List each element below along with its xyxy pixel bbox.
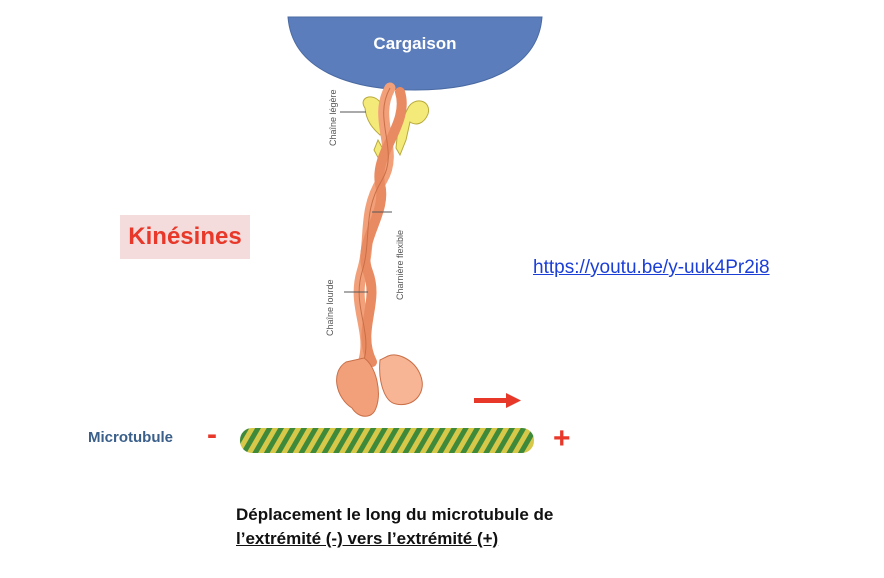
- direction-arrow: [474, 393, 521, 408]
- video-link[interactable]: https://youtu.be/y-uuk4Pr2i8: [533, 257, 770, 278]
- caption-line-1: Déplacement le long du microtubule de: [236, 505, 554, 524]
- title-box: Kinésines: [120, 215, 250, 259]
- microtubule-label: Microtubule: [88, 429, 173, 446]
- cargo-label: Cargaison: [373, 34, 457, 53]
- heavy-chain-label: Chaîne lourde: [325, 279, 335, 336]
- plus-end-label: +: [553, 422, 571, 455]
- motor-heads: [336, 354, 423, 417]
- light-chain-label: Chaîne légère: [328, 89, 338, 146]
- flexible-hinge-label: Charnière flexible: [395, 230, 405, 300]
- caption-line-2: l’extrémité (-) vers l’extrémité (+): [236, 529, 499, 548]
- microtubule-filament: [240, 428, 534, 453]
- minus-end-label: -: [207, 418, 217, 451]
- heavy-chain-stalk: [353, 82, 407, 367]
- title-text: Kinésines: [128, 223, 242, 250]
- caption: Déplacement le long du microtubule de l’…: [236, 503, 553, 551]
